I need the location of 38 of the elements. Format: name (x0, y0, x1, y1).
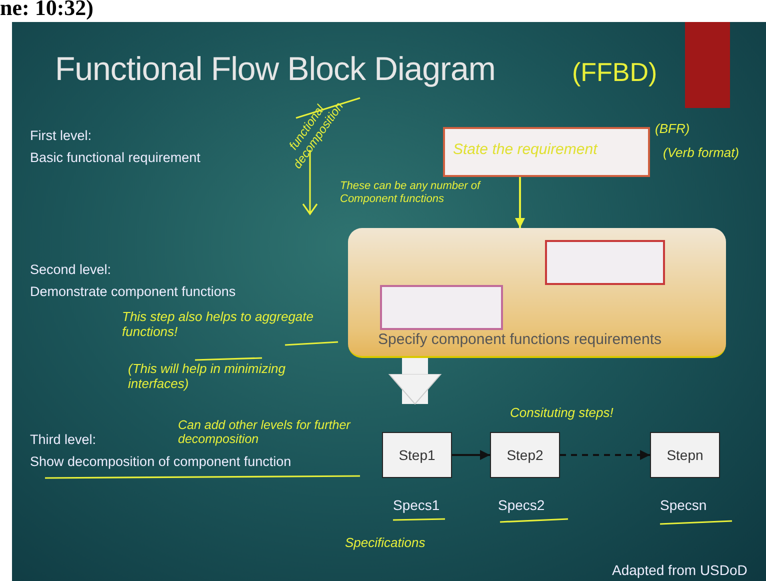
level-heading: Second level: (30, 262, 112, 278)
step-label: Step1 (398, 447, 436, 463)
handwritten-note: Can add other levels for further decomposition (178, 418, 352, 447)
handwritten-note: These can be any number of Component functions (340, 180, 482, 206)
process-box (490, 432, 560, 478)
arrow (560, 450, 650, 460)
handwritten-note: (FFBD) (572, 58, 658, 88)
spec-label: Specs1 (393, 497, 440, 514)
arrow (515, 177, 525, 228)
slide-title: Functional Flow Block Diagram (55, 50, 496, 89)
panel-caption: Specify component functions requirements (378, 331, 662, 348)
process-box (650, 432, 720, 478)
handwritten-note: (Verb format) (663, 146, 740, 161)
handwritten-note: (This will help in minimizing interfaces) (128, 362, 286, 392)
level-heading: Third level: (30, 432, 96, 448)
process-box (382, 432, 452, 478)
handwritten-note: (BFR) (655, 122, 690, 137)
page-caption-fragment: ne: 10:32) (0, 0, 94, 19)
empty-box (380, 285, 503, 330)
requirement-box (443, 127, 650, 177)
handwritten-note: Consituting steps! (510, 406, 614, 421)
level-heading: First level: (30, 128, 92, 144)
step-label: Step2 (506, 447, 544, 463)
step-label: Stepn (666, 447, 704, 463)
handwritten-note: Specifications (345, 536, 426, 551)
level-description: Basic functional requirement (30, 150, 200, 166)
spec-label: Specsn (660, 497, 707, 514)
level-description: Show decomposition of component function (30, 454, 292, 470)
rounded-panel (348, 228, 726, 358)
source-credit: Adapted from USDoD (612, 562, 748, 579)
handwritten-note: State the requirement (453, 141, 598, 158)
arrow (452, 450, 490, 460)
empty-box (545, 240, 665, 285)
block-arrow (388, 358, 442, 404)
spec-label: Specs2 (498, 497, 545, 514)
level-description: Demonstrate component functions (30, 284, 236, 300)
solid-block (685, 22, 730, 108)
handwritten-note: This step also helps to aggregate functions! (122, 310, 315, 340)
